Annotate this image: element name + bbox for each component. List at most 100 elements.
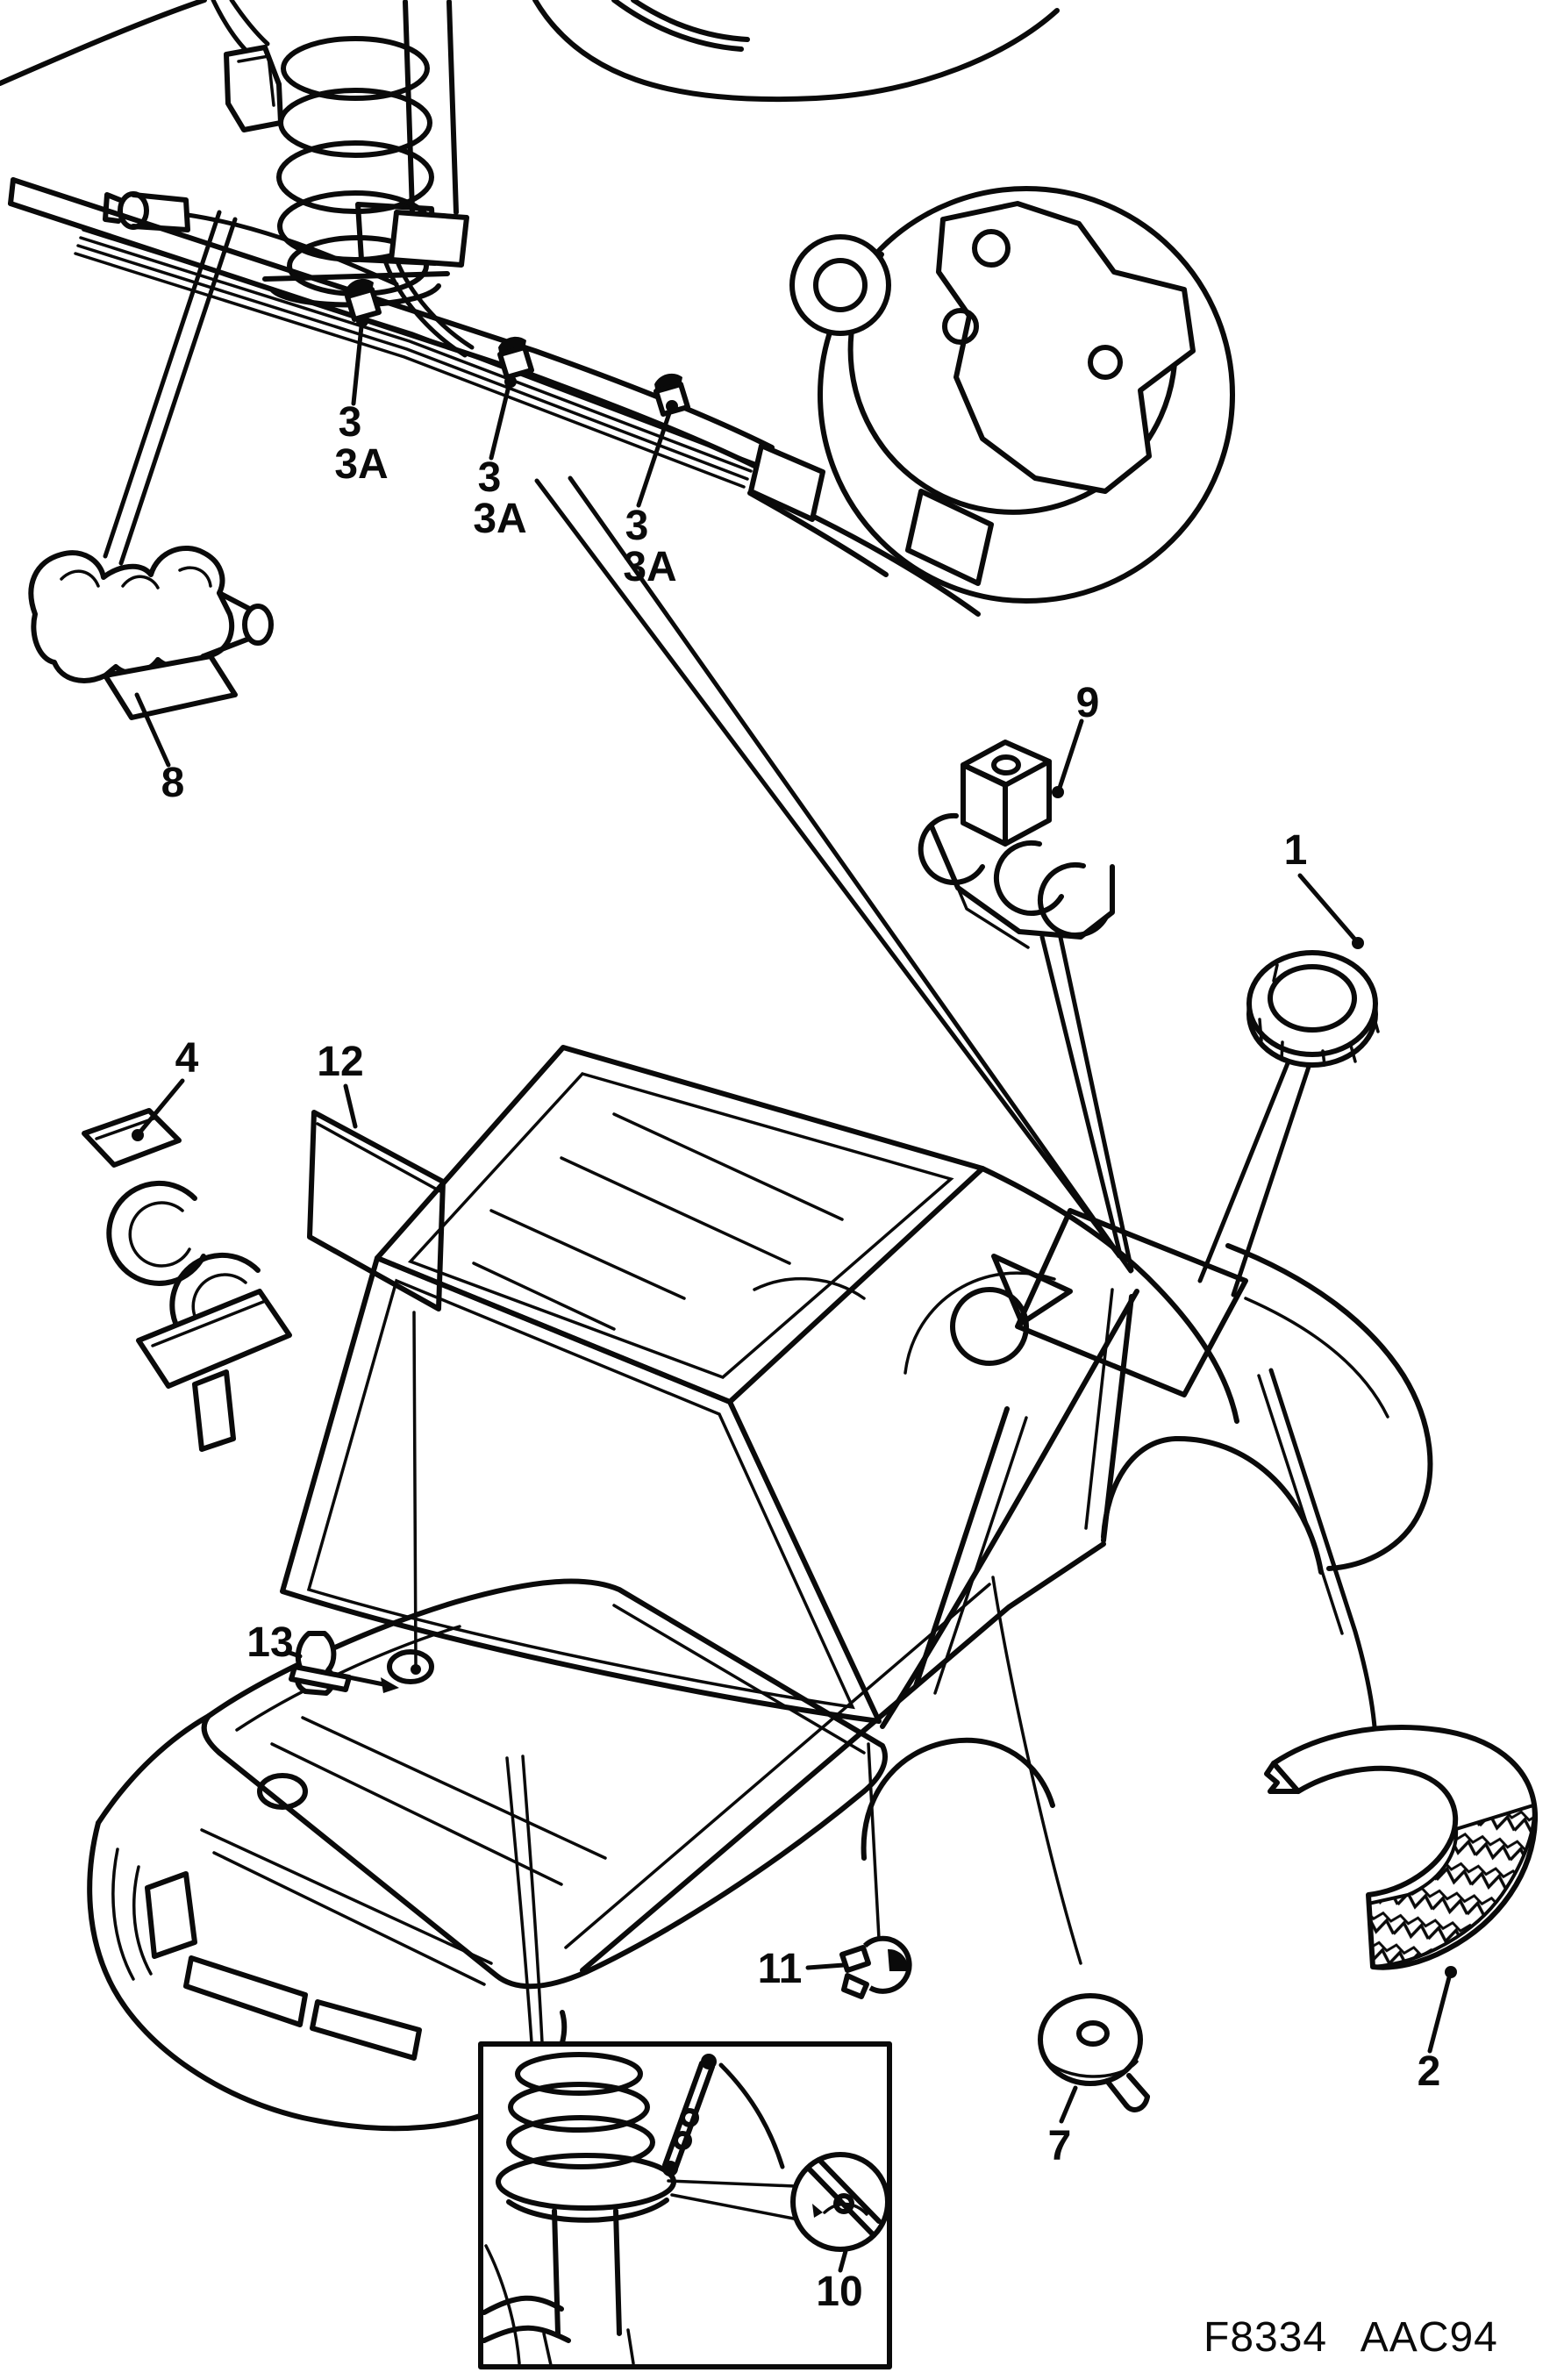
clip-9-hole xyxy=(991,754,1021,775)
part-7-push-pin: 7 xyxy=(991,1576,1150,2169)
callout-10: 10 xyxy=(816,2269,862,2315)
rear-wheel-arch xyxy=(1101,1435,1324,1575)
front-fender-edge xyxy=(96,1713,211,1826)
pin-7-stem xyxy=(1104,2073,1150,2108)
bay-cross-1 xyxy=(270,1742,563,1886)
engine-bay-rim xyxy=(201,1578,888,1990)
brake-hose-upper-2 xyxy=(229,0,270,46)
clip-11-tab xyxy=(839,1945,871,1973)
interior-lines xyxy=(472,1112,844,1331)
axle-beam-end xyxy=(8,177,16,206)
caliper-bolt-2 xyxy=(942,308,979,345)
leader-11 xyxy=(805,1962,846,1970)
leader-dot-3-1 xyxy=(356,315,368,327)
inset-lower-arm xyxy=(482,2295,571,2343)
clip-9-base-edge xyxy=(956,886,1030,949)
clip-9-hook-2 xyxy=(993,840,1064,916)
callout-1: 1 xyxy=(1284,827,1308,874)
leader-2-from-body-2 xyxy=(1257,1374,1344,1635)
rear-seat-arc xyxy=(753,1276,866,1300)
hose-clevis-detail xyxy=(237,54,275,107)
leader-pipes-to-body-2 xyxy=(568,475,1133,1274)
arrow-13-head xyxy=(381,1677,399,1693)
callout-8: 8 xyxy=(161,760,185,806)
grille-slot-1 xyxy=(183,1955,308,2027)
inset-brake-hose xyxy=(718,2062,785,2169)
callout-2: 2 xyxy=(1418,2048,1441,2095)
part-13-clip: 13 xyxy=(246,1619,399,1696)
inset-link-joint-2 xyxy=(673,2131,692,2150)
callout-3-3: 3 xyxy=(625,503,649,549)
grommet-inner xyxy=(1268,964,1357,1033)
clip-9-cube-side xyxy=(1003,759,1052,847)
leader-pipes-to-body-1 xyxy=(534,478,1122,1259)
bay-cross-2 xyxy=(301,1716,607,1860)
pin-7-head xyxy=(1038,1993,1143,2086)
windshield-frame xyxy=(280,1255,882,1724)
inset-wheel-arc xyxy=(484,2244,521,2365)
b-pillar-2 xyxy=(933,1416,1028,1695)
part-12-plate: 12 xyxy=(307,1039,446,1675)
parcel-shelf-circle xyxy=(950,1287,1029,1366)
sill-right xyxy=(580,1541,1106,1973)
brake-pipe-3 xyxy=(76,244,749,481)
figure-code: F8334 AAC94 xyxy=(1203,2314,1498,2361)
clamp-4-base xyxy=(136,1289,292,1389)
grommet-notches xyxy=(1258,963,1380,1067)
callout-3-1: 3 xyxy=(339,399,362,446)
brake-hose-upper xyxy=(211,0,251,55)
b-pillar xyxy=(913,1406,1010,1689)
c-pillar-2 xyxy=(1084,1288,1114,1530)
leader-dot-1 xyxy=(1352,937,1364,949)
hub-center xyxy=(813,258,868,312)
leader-9-to-body-2 xyxy=(1057,931,1134,1273)
callout-7: 7 xyxy=(1048,2123,1072,2169)
magnifier-ray-2 xyxy=(670,2193,800,2221)
beam-lower-arm xyxy=(747,490,981,617)
headlamp-recess xyxy=(145,1871,197,1959)
clamp-4-pin xyxy=(192,1369,236,1452)
plate-12 xyxy=(307,1110,446,1312)
brake-pipe-2 xyxy=(79,236,753,473)
leader-dot-2 xyxy=(1445,1966,1457,1978)
strut-tube xyxy=(403,0,459,215)
brake-disc-inner xyxy=(847,252,1178,515)
leader-dot-3-3 xyxy=(666,400,678,412)
inset-strut-foot xyxy=(542,2328,635,2367)
leader-inset-1 xyxy=(505,1756,533,2044)
callout-3a-2: 3A xyxy=(473,496,526,542)
caliper-bolt-1 xyxy=(972,229,1011,268)
callout-3a-1: 3A xyxy=(334,441,388,488)
magnifier-ray-1 xyxy=(667,2179,796,2188)
sill-right-inner xyxy=(564,1583,991,1949)
caliper-bolt-3 xyxy=(1088,345,1123,380)
clip-11-mouth xyxy=(888,1948,909,1971)
leader-9-to-body-1 xyxy=(1039,934,1123,1257)
body-top-curve xyxy=(611,0,744,52)
inset-magnifier xyxy=(667,2152,890,2252)
brake-pipe-4 xyxy=(74,252,746,489)
clip-8-sleeve-end xyxy=(242,604,274,646)
caliper-bracket xyxy=(936,201,1196,494)
callout-13: 13 xyxy=(246,1619,293,1666)
pin-7-head-rim xyxy=(1044,2058,1139,2078)
rear-suspension-assembly xyxy=(0,0,1235,617)
leader-3-3 xyxy=(636,408,673,508)
magnifier-arm-lines xyxy=(806,2157,882,2236)
axle-beam-top xyxy=(11,177,775,450)
leader-1-to-body-2 xyxy=(1231,1064,1311,1297)
brake-pipe-1 xyxy=(82,228,756,465)
leader-2-from-body xyxy=(1268,1368,1378,1741)
hub-flange xyxy=(789,234,891,336)
callout-11: 11 xyxy=(758,1946,803,1992)
clip-11-foot xyxy=(841,1973,869,1999)
parcel-shelf-arc xyxy=(903,1271,1056,1375)
rear-end-inner xyxy=(1244,1297,1389,1419)
leader-7-from-body xyxy=(991,1576,1082,1965)
wheelhouse-edge xyxy=(0,0,207,86)
inset-seat-skirt xyxy=(506,2198,669,2223)
roof-frame xyxy=(375,1045,985,1404)
magnifier-arrowhead xyxy=(812,2204,823,2218)
part-4-tube-clamp: 4 xyxy=(82,1035,292,1452)
